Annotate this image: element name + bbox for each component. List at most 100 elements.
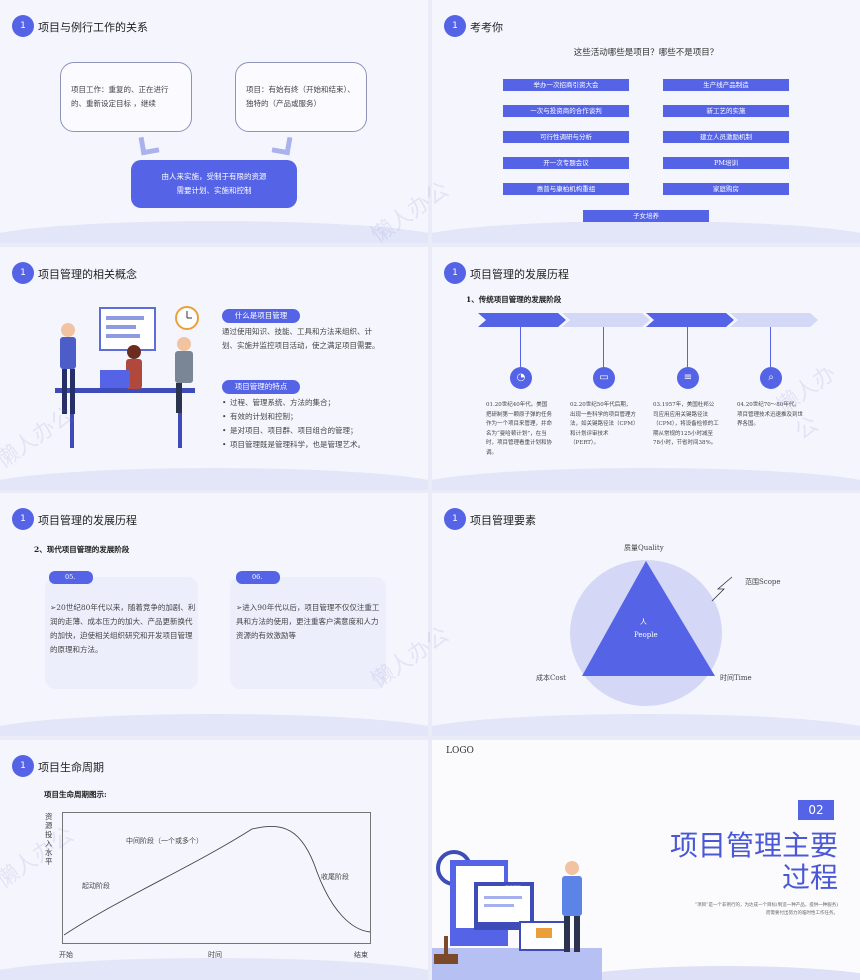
cover-desc-line: 而需要付出努力的临时性工作任务。 [766, 911, 838, 916]
quiz-item: 新工艺的实施 [663, 105, 789, 117]
label-quality: 质量Quality [624, 544, 664, 552]
section-number-badge: 1 [12, 755, 34, 777]
slide-title: 项目管理要素 [470, 514, 536, 527]
card-text: ➢20世纪80年代以来，随着竞争的加剧、利润的走薄、成本压力的加大、产品更新换代… [50, 603, 196, 654]
wave-decoration [0, 958, 428, 980]
timeline-step-text: 02.20世纪50年代后期，出现一些科学的项目管理方法，如关键路径法（CPM）和… [570, 402, 637, 446]
section-number-badge: 1 [444, 508, 466, 530]
timeline-step-text: 03.1957年，美国杜邦公司应用应用关键路径法（CPM），将设备检修的工期从常… [653, 402, 719, 446]
slide-project-lifecycle[interactable]: 1 项目生命周期 项目生命周期图示: 资 源 投 入 水 平 起动阶段 中间阶段… [0, 740, 428, 980]
screen-label: 项目管理 [505, 885, 521, 890]
quiz-item: 一次与投资商的合作谈判 [503, 105, 629, 117]
pm-feature: 有效的计划和控制； [222, 410, 402, 424]
section-badge: 02 [798, 800, 834, 820]
y-axis-char: 平 [45, 857, 53, 866]
slide-routine-work[interactable]: 1 项目与例行工作的关系 项目工作：重复的、正在进行的、重新设定目标 ，继续 项… [0, 0, 428, 243]
quiz-item: 子女培养 [583, 210, 709, 222]
timeline-connector [520, 327, 521, 367]
timeline-arrows [478, 313, 818, 327]
section-number-badge: 1 [12, 15, 34, 37]
section-number-badge: 1 [12, 262, 34, 284]
tag-pm-features: 项目管理的特点 [222, 380, 300, 394]
slide-pm-elements[interactable]: 1 项目管理要素 质量Quality 范围Scope 成本Cost 时间Time… [432, 493, 860, 736]
cover-desc-line: “项目”是一个非例行的，为达成一个目标(制造一种产品，提供一种服务) [694, 903, 838, 908]
wave-decoration [432, 221, 860, 243]
slide-subtitle: 项目生命周期图示: [44, 790, 107, 799]
wave-decoration [432, 468, 860, 490]
y-axis-char: 源 [45, 821, 53, 830]
timeline-step-text: 04.20世纪70～80年代。项目管理技术迅速推及到世界各国。 [737, 402, 804, 427]
pm-definition: 通过使用知识、技能、工具和方法来组织、计划、实施并监控项目活动，使之满足项目需要… [222, 327, 380, 350]
x-axis-label: 时间 [208, 951, 222, 959]
slide-quiz[interactable]: 1 考考你 这些活动哪些是项目？哪些不是项目？ 举办一次招商引资大会 一次与投资… [432, 0, 860, 243]
section-number-badge: 1 [444, 15, 466, 37]
pm-triangle-diagram [570, 560, 733, 706]
wave-decoration [0, 221, 428, 243]
wave-decoration [0, 468, 428, 490]
cover-title-line: 过程 [781, 861, 838, 894]
wave-decoration [552, 966, 860, 980]
arrow-down-left-icon [271, 134, 293, 156]
slide-title: 项目与例行工作的关系 [38, 21, 148, 34]
label-time: 时间Time [720, 674, 752, 682]
quiz-item: 惠普与康柏机构重组 [503, 183, 629, 195]
slide-title: 考考你 [470, 21, 503, 34]
office-team-illustration [55, 306, 199, 448]
slide-subtitle: 2、现代项目管理的发展阶段 [34, 545, 130, 554]
quiz-item: 举办一次招商引资大会 [503, 79, 629, 91]
timeline-step-text: 01.20世纪40年代。美国把研制第一颗原子弹的任务作为一个项目来管理，并命名为… [486, 402, 553, 456]
modern-stage-card [45, 577, 198, 689]
document-search-icon: ⌕ [760, 367, 782, 389]
y-axis-char: 投 [45, 830, 53, 839]
label-people-cn: 人 [640, 618, 647, 626]
phase-end: 收尾阶段 [321, 873, 349, 881]
slide-title: 项目管理的发展历程 [470, 268, 569, 281]
y-axis-char: 水 [45, 848, 53, 857]
slide-title: 项目管理的相关概念 [38, 268, 137, 281]
lifecycle-curve-chart [62, 812, 371, 944]
timeline-connector [603, 327, 604, 367]
x-axis-start: 开始 [59, 951, 73, 959]
quiz-question: 这些活动哪些是项目？哪些不是项目？ [573, 48, 719, 58]
common-traits-box: 由人来实施，受制于有限的资源 需要计划、实施和控制 [131, 160, 297, 208]
folder-icon: ▭ [593, 367, 615, 389]
slide-title: 项目生命周期 [38, 761, 104, 774]
section-number-badge: 1 [444, 262, 466, 284]
slide-subtitle: 1、传统项目管理的发展阶段 [466, 295, 562, 304]
card-number-tag: 05. [49, 571, 93, 584]
pm-feature: 是对项目、项目群、项目组合的管理； [222, 424, 402, 438]
card-text: ➢进入90年代以后，项目管理不仅仅注重工具和方法的使用，更注重客户满意度和人力资… [236, 603, 380, 640]
alarm-clock-icon: ◔ [510, 367, 532, 389]
slide-pm-history-modern[interactable]: 1 项目管理的发展历程 2、现代项目管理的发展阶段 05. ➢20世纪80年代以… [0, 493, 428, 736]
routine-work-box: 项目工作：重复的、正在进行的、重新设定目标 ，继续 [60, 62, 192, 132]
timeline-connector [687, 327, 688, 367]
quiz-item: 生产线产品制造 [663, 79, 789, 91]
quiz-item: 建立人员激励机制 [663, 131, 789, 143]
timeline-connector [770, 327, 771, 367]
slide-title: 项目管理的发展历程 [38, 514, 137, 527]
project-box: 项目：有始有终（开始和结束）、独特的（产品或服务） [235, 62, 367, 132]
section-number-badge: 1 [12, 508, 34, 530]
common-trait-line: 需要计划、实施和控制 [176, 186, 252, 195]
label-scope: 范围Scope [745, 578, 781, 586]
y-axis-char: 资 [45, 812, 53, 821]
law-office-illustration [432, 850, 602, 980]
arrow-down-right-icon [138, 134, 160, 156]
phase-middle: 中间阶段（一个或多个） [126, 837, 203, 845]
y-axis-label: 资 源 投 入 水 平 [45, 812, 55, 866]
pm-feature-list: 过程、管理系统、方法的集合； 有效的计划和控制； 是对项目、项目群、项目组合的管… [222, 396, 402, 452]
x-axis-end: 结束 [354, 951, 368, 959]
slide-pm-concepts[interactable]: 1 项目管理的相关概念 什么是项目管理 通过使用知识、技能、工具和方法来组织、计… [0, 247, 428, 490]
pm-feature: 过程、管理系统、方法的集合； [222, 396, 402, 410]
cover-title-line: 项目管理主要 [669, 829, 838, 862]
card-number-tag: 06. [236, 571, 280, 584]
quiz-item: PM培训 [663, 157, 789, 169]
quiz-item: 开一次专题会议 [503, 157, 629, 169]
cover-description: “项目”是一个非例行的，为达成一个目标(制造一种产品，提供一种服务) 而需要付出… [652, 902, 838, 918]
quiz-item: 家庭购房 [663, 183, 789, 195]
tag-what-is-pm: 什么是项目管理 [222, 309, 300, 323]
slide-section-cover[interactable]: LOGO 02 项目管理主要 过程 “项目”是一个非例行的，为达成一个目标(制造… [432, 740, 860, 980]
slide-pm-history-traditional[interactable]: 1 项目管理的发展历程 1、传统项目管理的发展阶段 ◔ ▭ ≡ ⌕ 01.20世… [432, 247, 860, 490]
logo-text: LOGO [446, 746, 474, 756]
